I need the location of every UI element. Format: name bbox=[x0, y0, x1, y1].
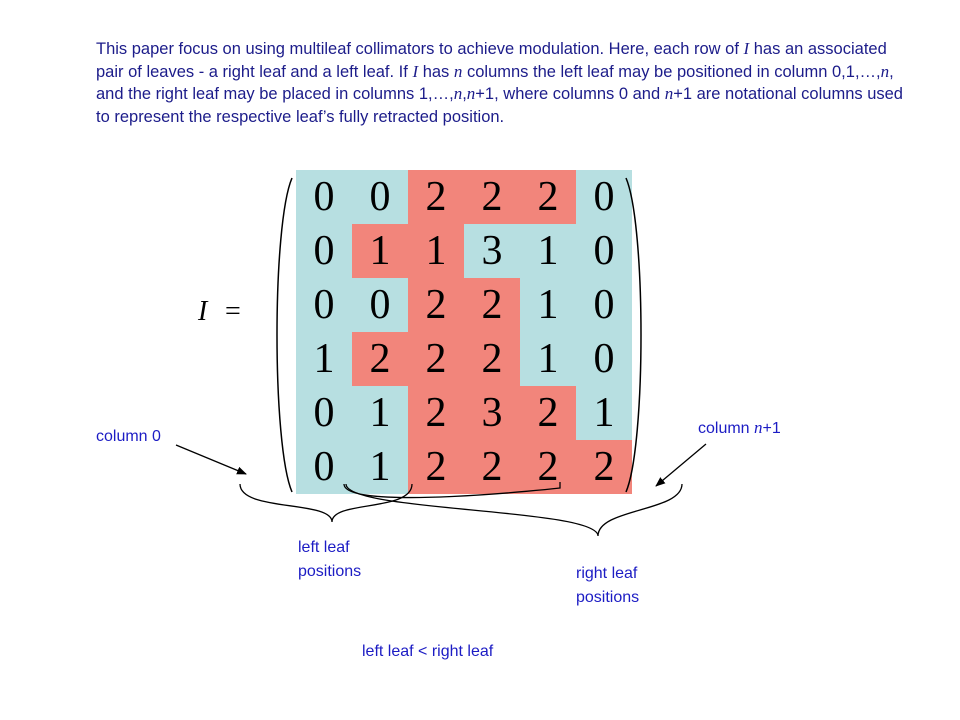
matrix-cell-r3-c0: 1 bbox=[296, 332, 352, 386]
left-leaf-positions-label: left leaf positions bbox=[298, 536, 361, 584]
intro-text-run: , bbox=[462, 85, 467, 103]
matrix-cell-r0-c3: 2 bbox=[464, 170, 520, 224]
intro-paragraph: This paper focus on using multileaf coll… bbox=[96, 38, 916, 128]
matrix-cell-r3-c5: 0 bbox=[576, 332, 632, 386]
matrix-cell-r1-c5: 0 bbox=[576, 224, 632, 278]
column-0-arrow bbox=[175, 444, 247, 475]
column-n-plus-1-arrow bbox=[655, 443, 707, 487]
column-n-plus-1-variable: n bbox=[754, 418, 763, 437]
matrix-cell-r2-c0: 0 bbox=[296, 278, 352, 332]
equals-sign: = bbox=[225, 296, 241, 327]
matrix-cell-r3-c3: 2 bbox=[464, 332, 520, 386]
matrix-cell-r3-c4: 1 bbox=[520, 332, 576, 386]
matrix-cell-r3-c2: 2 bbox=[408, 332, 464, 386]
matrix-cell-r5-c5: 2 bbox=[576, 440, 632, 494]
intro-text-run: has bbox=[418, 62, 454, 81]
left-leaf-line-2: positions bbox=[298, 563, 362, 580]
matrix-cell-r2-c5: 0 bbox=[576, 278, 632, 332]
matrix-cell-r0-c5: 0 bbox=[576, 170, 632, 224]
column-n-plus-1-suffix: +1 bbox=[762, 420, 781, 437]
matrix-cell-r4-c4: 2 bbox=[520, 386, 576, 440]
column-0-label: column 0 bbox=[96, 428, 161, 445]
intro-text-run: n bbox=[453, 61, 463, 81]
matrix-cell-r5-c1: 1 bbox=[352, 440, 408, 494]
matrix-cell-r4-c0: 0 bbox=[296, 386, 352, 440]
matrix-right-bracket bbox=[625, 177, 642, 493]
matrix-cell-r1-c2: 1 bbox=[408, 224, 464, 278]
matrix-cell-r2-c4: 1 bbox=[520, 278, 576, 332]
column-n-plus-1-prefix: column bbox=[698, 420, 755, 437]
matrix-cell-r0-c1: 0 bbox=[352, 170, 408, 224]
intro-text-run: columns the left leaf may be positioned … bbox=[462, 62, 881, 81]
top-brace bbox=[343, 482, 561, 499]
intro-text-run: +1, where columns 0 and bbox=[475, 85, 665, 103]
matrix-cell-r2-c1: 0 bbox=[352, 278, 408, 332]
matrix-cell-r5-c4: 2 bbox=[520, 440, 576, 494]
intro-text-run: , and the right leaf may be placed in co… bbox=[96, 62, 894, 104]
intro-text-run: has an associated pair of leaves - a rig… bbox=[96, 40, 887, 81]
matrix-cell-r4-c3: 3 bbox=[464, 386, 520, 440]
matrix-cell-r4-c5: 1 bbox=[576, 386, 632, 440]
matrix-cell-r5-c0: 0 bbox=[296, 440, 352, 494]
matrix-cell-r1-c3: 3 bbox=[464, 224, 520, 278]
intro-text-run: I bbox=[743, 39, 750, 58]
right-leaf-line-1: right leaf bbox=[576, 565, 638, 582]
left-leaf-brace bbox=[239, 483, 413, 523]
matrix-cell-r4-c2: 2 bbox=[408, 386, 464, 440]
intro-text-run: n bbox=[466, 84, 476, 103]
matrix-cell-r1-c0: 0 bbox=[296, 224, 352, 278]
matrix-cell-r5-c3: 2 bbox=[464, 440, 520, 494]
intro-text-run: This paper focus on using multileaf coll… bbox=[96, 40, 744, 58]
matrix-cell-r2-c3: 2 bbox=[464, 278, 520, 332]
matrix-variable-label: I bbox=[198, 296, 208, 327]
intro-text-run: I bbox=[412, 61, 419, 81]
intro-text-run: n bbox=[880, 61, 890, 81]
matrix-cell-r1-c4: 1 bbox=[520, 224, 576, 278]
intro-text-run: +1 are notational columns used to repres… bbox=[96, 85, 903, 126]
matrix-cell-r3-c1: 2 bbox=[352, 332, 408, 386]
column-n-plus-1-label: column n+1 bbox=[698, 416, 781, 441]
matrix-cell-r4-c1: 1 bbox=[352, 386, 408, 440]
right-leaf-brace bbox=[345, 483, 683, 537]
matrix-cell-r2-c2: 2 bbox=[408, 278, 464, 332]
right-leaf-line-2: positions bbox=[576, 589, 640, 606]
matrix-cell-r0-c4: 2 bbox=[520, 170, 576, 224]
left-leaf-line-1: left leaf bbox=[298, 539, 350, 556]
intro-text-run: n bbox=[664, 84, 674, 103]
matrix-left-bracket bbox=[276, 177, 293, 493]
matrix-cell-r1-c1: 1 bbox=[352, 224, 408, 278]
matrix-cell-r0-c2: 2 bbox=[408, 170, 464, 224]
intro-text-run: n bbox=[453, 84, 463, 103]
matrix-cell-r5-c2: 2 bbox=[408, 440, 464, 494]
matrix-cell-r0-c0: 0 bbox=[296, 170, 352, 224]
constraint-label: left leaf < right leaf bbox=[362, 643, 494, 660]
right-leaf-positions-label: right leaf positions bbox=[576, 562, 639, 610]
